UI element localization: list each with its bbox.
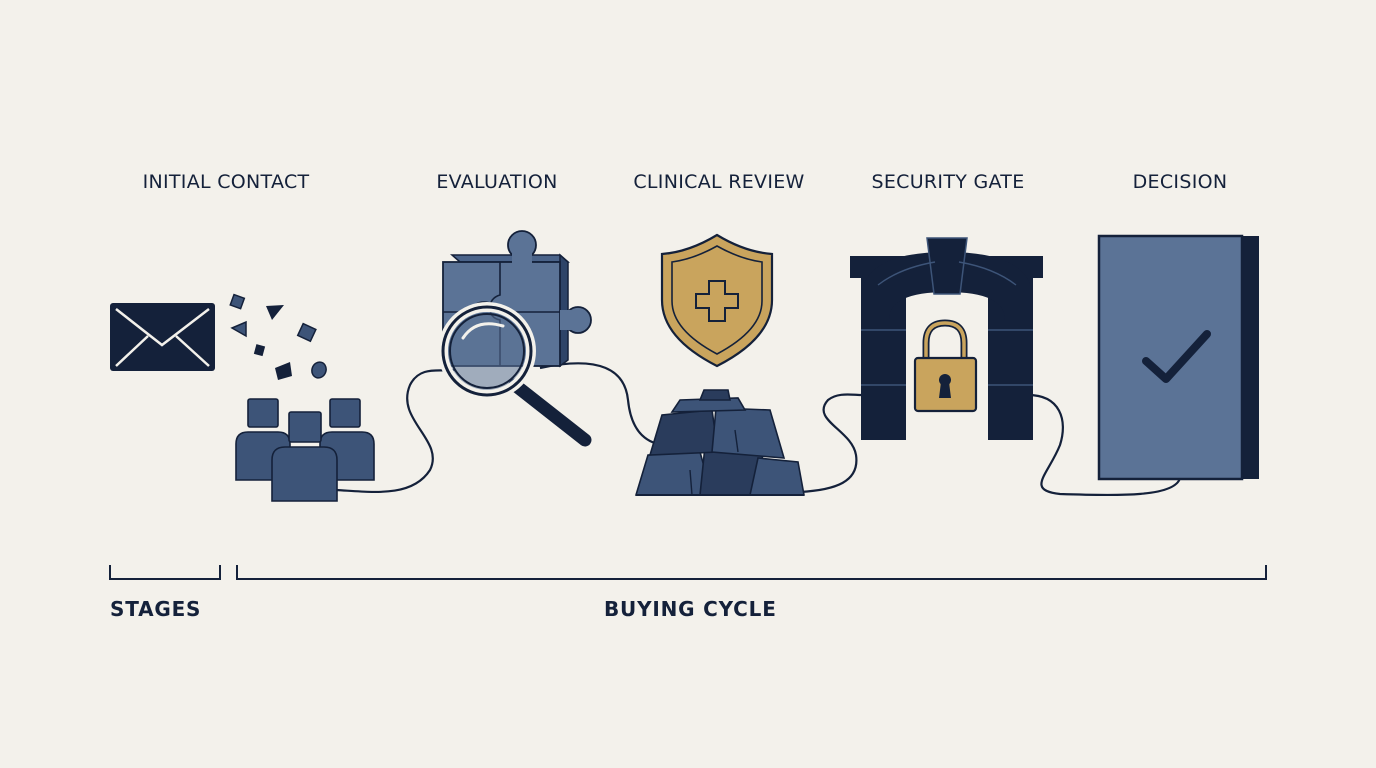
connector-line bbox=[335, 362, 1182, 497]
envelope-icon bbox=[110, 303, 215, 371]
puzzle-magnifier-icon bbox=[438, 230, 592, 447]
stone-pile-icon bbox=[634, 389, 805, 496]
people-group-icon bbox=[235, 398, 375, 502]
stage-label-decision: DECISION bbox=[1132, 171, 1228, 193]
stage-label-initial-contact: INITIAL CONTACT bbox=[142, 171, 310, 193]
stages-label: STAGES bbox=[110, 597, 202, 621]
stage-label-clinical-review: CLINICAL REVIEW bbox=[633, 171, 805, 193]
scattered-pieces-icon bbox=[229, 293, 327, 380]
locked-archway-icon bbox=[850, 237, 1043, 440]
buying-cycle-bracket bbox=[236, 565, 1267, 580]
stages-bracket bbox=[109, 565, 221, 580]
medical-shield-icon bbox=[660, 233, 774, 368]
stage-label-security-gate: SECURITY GATE bbox=[871, 171, 1025, 193]
checked-document-icon bbox=[1097, 234, 1259, 481]
buying-cycle-label: BUYING CYCLE bbox=[604, 597, 777, 621]
stage-label-evaluation: EVALUATION bbox=[436, 171, 558, 193]
